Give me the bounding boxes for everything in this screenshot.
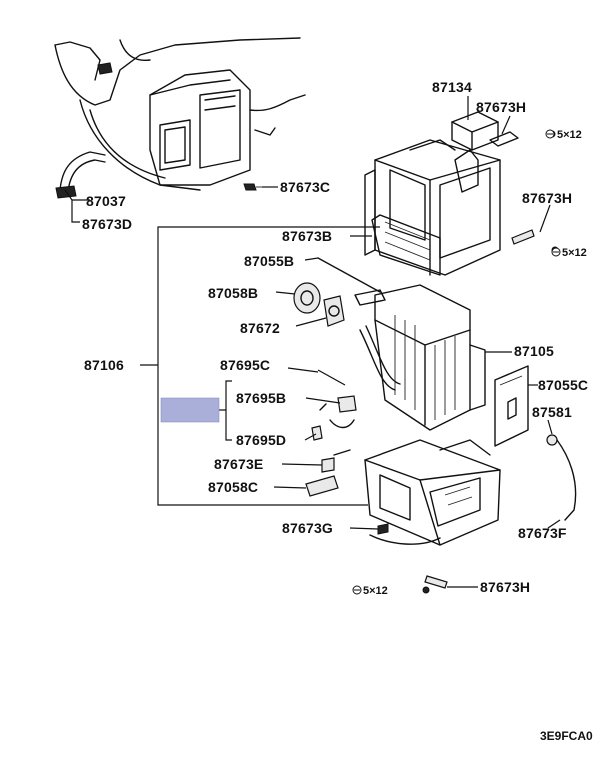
label-87058C: 87058C <box>208 479 258 495</box>
screw-icon <box>545 129 555 139</box>
screw-spec-bottom: 5×12 <box>363 585 388 597</box>
label-87105: 87105 <box>514 343 554 359</box>
screw-icon <box>551 247 561 257</box>
label-87673D: 87673D <box>82 216 132 232</box>
label-87695C: 87695C <box>220 357 270 373</box>
lower-case <box>364 439 501 594</box>
label-87055C: 87055C <box>538 377 588 393</box>
label-87673C: 87673C <box>280 179 330 195</box>
label-87673H-bottom: 87673H <box>480 579 530 595</box>
diagram-code: 3E9FCA0 <box>540 729 593 743</box>
screw-spec-top: 5×12 <box>557 129 582 141</box>
screw-spec-right: 5×12 <box>562 247 587 259</box>
label-87106: 87106 <box>84 357 124 373</box>
label-87673G: 87673G <box>282 520 333 536</box>
label-87673F: 87673F <box>518 525 567 541</box>
label-87037: 87037 <box>86 193 126 209</box>
screw-icon <box>352 585 362 595</box>
label-87673H-top: 87673H <box>476 99 526 115</box>
highlight-box <box>160 397 220 423</box>
label-87673H-right: 87673H <box>522 190 572 206</box>
label-87673E: 87673E <box>214 456 263 472</box>
label-87055B: 87055B <box>244 253 294 269</box>
label-87581: 87581 <box>532 404 572 420</box>
label-87695D: 87695D <box>236 432 286 448</box>
label-87695B: 87695B <box>236 390 286 406</box>
evaporator-assembly <box>293 257 577 521</box>
label-87058B: 87058B <box>208 285 258 301</box>
label-87134: 87134 <box>432 79 472 95</box>
leader-lines <box>64 96 561 588</box>
label-87673B: 87673B <box>282 228 332 244</box>
label-87672: 87672 <box>240 320 280 336</box>
heater-unit-assembly <box>54 37 306 199</box>
